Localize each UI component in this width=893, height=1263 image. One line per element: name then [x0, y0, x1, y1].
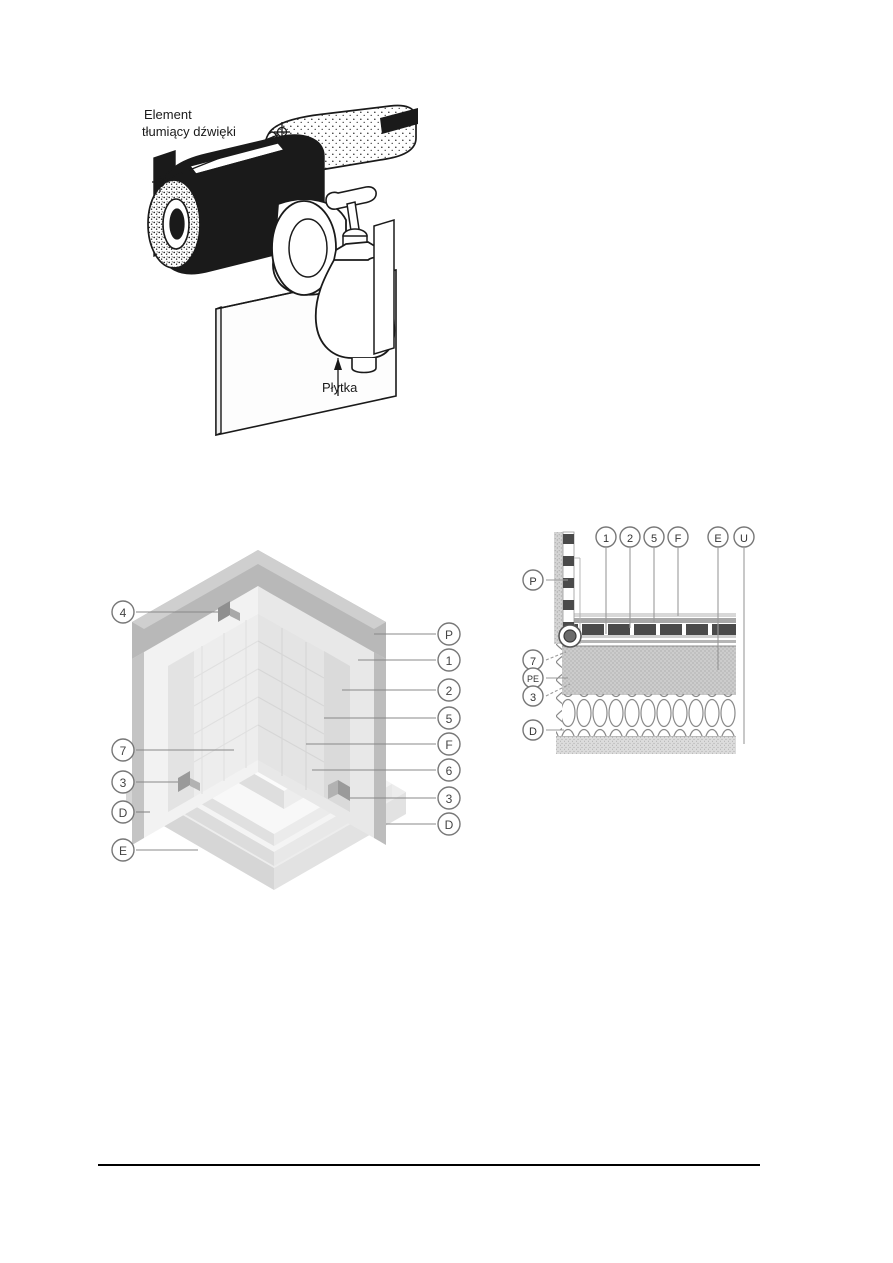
base-slab — [556, 735, 736, 754]
figure-pipe-tap: Element tłumiący dźwięki Płytka — [128, 96, 418, 444]
section-callout-label-PE: PE — [527, 674, 539, 684]
callout-bubble-6[interactable]: 6 — [437, 758, 461, 782]
callout-group-left: 4 7 3 D E — [111, 600, 135, 862]
pipe-stub-right-lower — [328, 780, 350, 801]
membrane-layers — [556, 635, 736, 643]
section-callout-7[interactable]: 7 — [522, 649, 544, 671]
callout-label-E: E — [119, 844, 127, 858]
section-callout-E[interactable]: E — [707, 526, 729, 548]
section-callout-label-D: D — [529, 726, 537, 738]
callout-label-3-left: 3 — [120, 776, 127, 790]
section-callout-label-2: 2 — [627, 533, 633, 545]
figure-isometric-corner: P 1 2 5 F — [106, 482, 474, 890]
callout-label-4: 4 — [120, 606, 127, 620]
label-insulation-line2: tłumiący dźwięki — [142, 124, 236, 139]
pipe-branch-dark — [380, 108, 418, 134]
callout-bubble-P[interactable]: P — [437, 622, 461, 646]
label-tile: Płytka — [322, 380, 358, 395]
section-callout-label-F: F — [675, 533, 682, 545]
callout-bubble-3-left[interactable]: 3 — [111, 770, 135, 794]
section-callout-F[interactable]: F — [667, 526, 689, 548]
callout-label-D-right: D — [445, 818, 454, 832]
section-callout-label-5: 5 — [651, 533, 657, 545]
label-insulation-line1: Element — [144, 107, 192, 122]
bib-tap — [314, 186, 396, 374]
section-callout-3[interactable]: 3 — [522, 685, 544, 707]
callout-label-5: 5 — [446, 712, 453, 726]
callout-label-1: 1 — [446, 654, 453, 668]
callout-label-6: 6 — [446, 764, 453, 778]
section-callout-leaders-left — [545, 579, 571, 731]
pipe-tap-illustration: Element tłumiący dźwięki Płytka — [142, 104, 418, 437]
pipe-stub-left-lower — [178, 771, 200, 792]
callout-bubble-7[interactable]: 7 — [111, 738, 135, 762]
section-callout-group-top: 1 2 5 F E — [595, 526, 755, 548]
figure-section-detail: 1 2 5 F E — [512, 518, 784, 790]
section-callout-U[interactable]: U — [733, 526, 755, 548]
callout-bubble-D-right[interactable]: D — [437, 812, 461, 836]
callout-bubble-1[interactable]: 1 — [437, 648, 461, 672]
callout-bubble-4[interactable]: 4 — [111, 600, 135, 624]
sound-insulation-sleeve — [147, 134, 325, 275]
section-callout-label-3: 3 — [530, 692, 536, 704]
callout-label-D-left: D — [119, 806, 128, 820]
callout-label-P: P — [445, 628, 453, 642]
callout-label-F: F — [445, 738, 452, 752]
pe-pipe-section — [558, 624, 582, 648]
section-detail-illustration: 1 2 5 F E — [522, 526, 755, 754]
section-callout-label-U: U — [740, 533, 748, 545]
footer-rule — [98, 1164, 760, 1166]
section-callout-label-1: 1 — [603, 533, 609, 545]
pipe-stub-upper — [218, 601, 240, 622]
callout-bubble-D-left[interactable]: D — [111, 800, 135, 824]
callout-label-3-right: 3 — [446, 792, 453, 806]
callout-label-2: 2 — [446, 684, 453, 698]
section-callout-leaders-top — [605, 548, 745, 744]
cornice-band — [132, 550, 386, 659]
section-callout-PE[interactable]: PE — [522, 667, 544, 689]
section-callout-2[interactable]: 2 — [619, 526, 641, 548]
pipe-elbow-white — [271, 198, 347, 296]
leader-insulation — [152, 122, 290, 192]
callout-label-7: 7 — [120, 744, 127, 758]
callout-bubble-5[interactable]: 5 — [437, 706, 461, 730]
callout-leaders-right — [306, 633, 436, 825]
callout-bubble-3-right[interactable]: 3 — [437, 786, 461, 810]
section-callout-group-left: P 7 PE 3 D — [522, 569, 544, 741]
insulation-loop-layer — [556, 693, 736, 736]
leader-tile — [334, 358, 342, 396]
callout-group-right: P 1 2 5 F — [437, 622, 461, 836]
section-callout-label-7: 7 — [530, 656, 536, 668]
section-callout-D[interactable]: D — [522, 719, 544, 741]
floor-tile-layer — [560, 613, 736, 635]
section-callout-label-P: P — [529, 576, 536, 588]
callout-leaders-left — [136, 611, 234, 851]
callout-bubble-2[interactable]: 2 — [437, 678, 461, 702]
section-callout-1[interactable]: 1 — [595, 526, 617, 548]
section-callout-5[interactable]: 5 — [643, 526, 665, 548]
callout-bubble-E[interactable]: E — [111, 838, 135, 862]
callout-bubble-F[interactable]: F — [437, 732, 461, 756]
section-callout-P[interactable]: P — [522, 569, 544, 591]
screed-layer — [556, 645, 736, 694]
section-callout-label-E: E — [714, 533, 721, 545]
isometric-corner-illustration: P 1 2 5 F — [111, 550, 461, 890]
